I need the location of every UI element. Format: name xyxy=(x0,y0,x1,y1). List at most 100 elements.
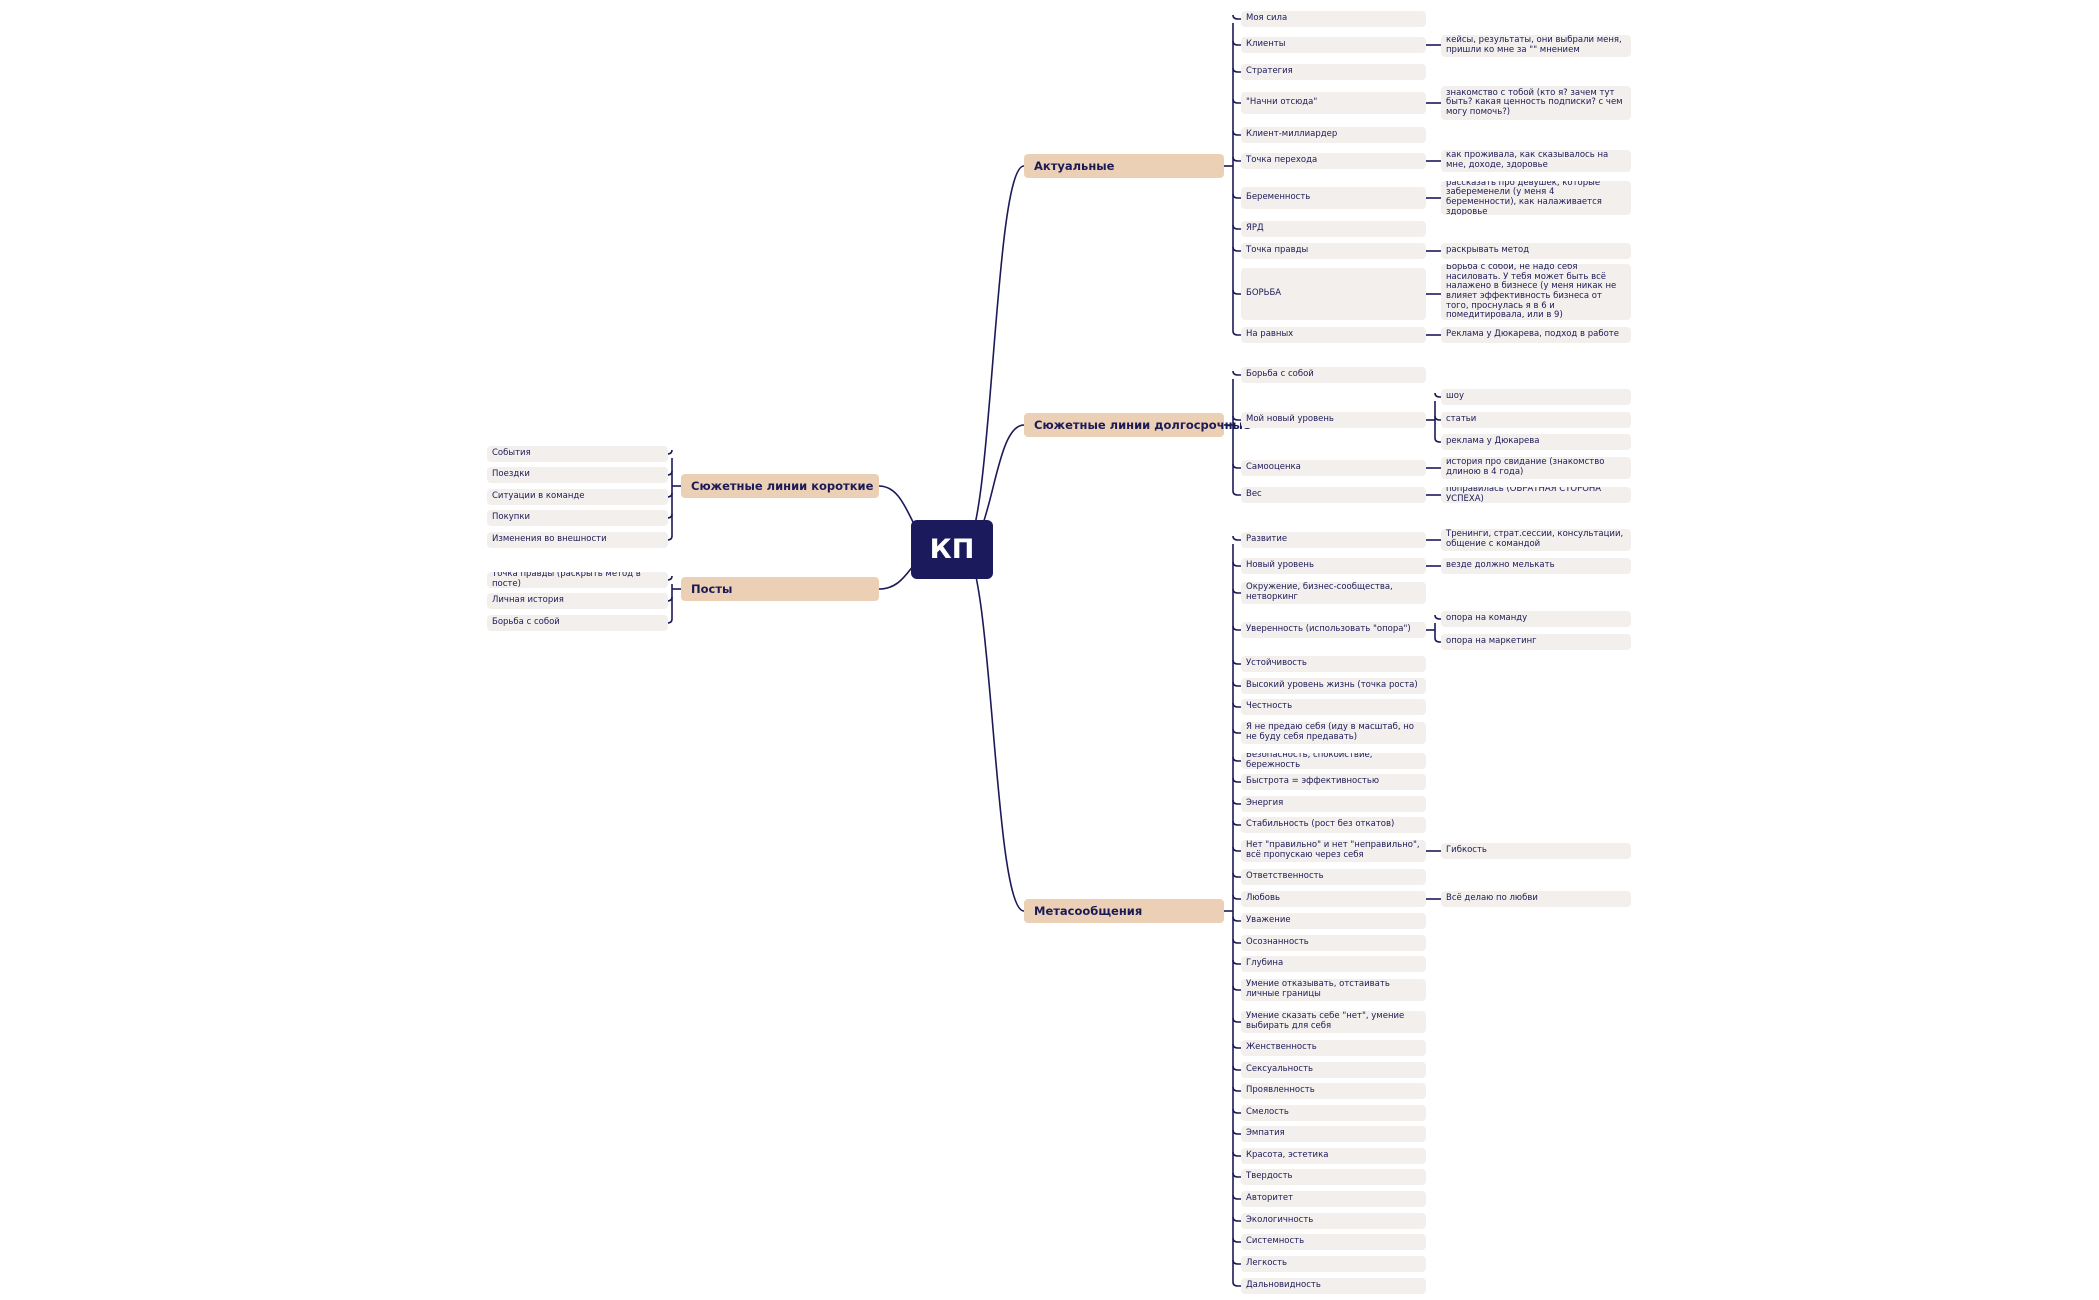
connector-line xyxy=(962,165,1025,550)
topic-легкость[interactable]: Легкость xyxy=(1241,1256,1426,1272)
topic-авторитет[interactable]: Авторитет xyxy=(1241,1191,1426,1207)
branch-dolgosrochnye[interactable]: Сюжетные линии долгосрочные xyxy=(1024,413,1251,437)
topic-уверенность-использовать-опора[interactable]: Уверенность (использовать "опора") xyxy=(1241,622,1426,638)
subtopic-история-про-свидание-знакомство-длиною-в[interactable]: история про свидание (знакомство длиною … xyxy=(1441,457,1631,479)
connector-line xyxy=(1232,1281,1241,1287)
subtopic-шоу[interactable]: шоу xyxy=(1441,389,1631,405)
topic-быстрота-эффективностью[interactable]: Быстрота = эффективностью xyxy=(1241,774,1426,790)
subtopic-всё-делаю-по-любви[interactable]: Всё делаю по любви xyxy=(1441,891,1631,907)
topic-я-не-предаю-себя-иду-в-масштаб-но-не-буд[interactable]: Я не предаю себя (иду в масштаб, но не б… xyxy=(1241,722,1426,744)
topic-глубина[interactable]: Глубина xyxy=(1241,956,1426,972)
subtopic-борьба-с-собой-не-надо-себя-насиловать-у[interactable]: Борьба с собой, не надо себя насиловать.… xyxy=(1441,264,1631,320)
topic-твердость[interactable]: Твердость xyxy=(1241,1169,1426,1185)
branch-korotkie[interactable]: Сюжетные линии короткие xyxy=(681,474,879,498)
subtopic-раскрывать-метод[interactable]: раскрывать метод xyxy=(1441,243,1631,259)
topic-борьба[interactable]: БОРЬБА xyxy=(1241,268,1426,320)
topic-клиенты[interactable]: Клиенты xyxy=(1241,37,1426,53)
topic-борьба-с-собой[interactable]: Борьба с собой xyxy=(1241,367,1426,383)
connector-line xyxy=(1232,1086,1241,1092)
branch-aktualnye[interactable]: Актуальные xyxy=(1024,154,1224,178)
root-node[interactable]: КП xyxy=(911,520,993,579)
topic-развитие[interactable]: Развитие xyxy=(1241,532,1426,548)
topic-честность[interactable]: Честность xyxy=(1241,699,1426,715)
topic-мой-новый-уровень[interactable]: Мой новый уровень xyxy=(1241,412,1426,428)
connector-line xyxy=(1232,799,1241,805)
connector-line xyxy=(1232,1108,1241,1114)
connector-line xyxy=(1232,156,1241,162)
topic-точка-правды-раскрыть-метод-в-посте[interactable]: Точка правды (раскрыть метод в посте) xyxy=(487,572,668,588)
connector-line xyxy=(1232,1172,1241,1178)
topic-покупки[interactable]: Покупки xyxy=(487,510,668,526)
topic-изменения-во-внешности[interactable]: Изменения во внешности xyxy=(487,532,668,548)
topic-вес[interactable]: Вес xyxy=(1241,487,1426,503)
topic-безопасность-спокойствие-бережность[interactable]: Безопасность, спокойствие, бережность xyxy=(1241,753,1426,769)
topic-поездки[interactable]: Поездки xyxy=(487,467,668,483)
topic-события[interactable]: События xyxy=(487,446,668,462)
topic-стабильность-рост-без-откатов[interactable]: Стабильность (рост без откатов) xyxy=(1241,817,1426,833)
topic-окружение-бизнес-сообщества-нетворкинг[interactable]: Окружение, бизнес-сообщества, нетворкинг xyxy=(1241,582,1426,604)
topic-клиент-миллиардер[interactable]: Клиент-миллиардер xyxy=(1241,127,1426,143)
subtopic-реклама-у-дюкарева[interactable]: реклама у Дюкарева xyxy=(1441,434,1631,450)
topic-женственность[interactable]: Женственность xyxy=(1241,1040,1426,1056)
subtopic-статьи[interactable]: статьи xyxy=(1441,412,1631,428)
connector-line xyxy=(1232,820,1241,826)
topic-осознанность[interactable]: Осознанность xyxy=(1241,935,1426,951)
connector-line xyxy=(1232,916,1241,922)
topic-уважение[interactable]: Уважение xyxy=(1241,913,1426,929)
topic-ситуации-в-команде[interactable]: Ситуации в команде xyxy=(487,489,668,505)
topic-ответственность[interactable]: Ответственность xyxy=(1241,869,1426,885)
connector-line xyxy=(1232,415,1241,421)
topic-борьба-с-собой[interactable]: Борьба с собой xyxy=(487,615,668,631)
connector-line xyxy=(1434,392,1441,398)
topic-смелость[interactable]: Смелость xyxy=(1241,1105,1426,1121)
topic-высокий-уровень-жизнь-точка-роста[interactable]: Высокий уровень жизнь (точка роста) xyxy=(1241,678,1426,694)
topic-моя-сила[interactable]: Моя сила xyxy=(1241,11,1426,27)
topic-нет-правильно-и-нет-неправильно-всё-проп[interactable]: Нет "правильно" и нет "неправильно", всё… xyxy=(1241,840,1426,862)
topic-самооценка[interactable]: Самооценка xyxy=(1241,460,1426,476)
connector-line xyxy=(1232,959,1241,965)
topic-сексуальность[interactable]: Сексуальность xyxy=(1241,1062,1426,1078)
connector-line xyxy=(1232,872,1241,878)
topic-беременность[interactable]: Беременность xyxy=(1241,187,1426,209)
topic-умение-сказать-себе-нет-умение-выбирать-[interactable]: Умение сказать себе "нет", умение выбира… xyxy=(1241,1011,1426,1033)
connector-line xyxy=(1232,756,1241,762)
topic-устойчивость[interactable]: Устойчивость xyxy=(1241,656,1426,672)
subtopic-тренинги-страт-сессии-консультации-общен[interactable]: Тренинги, страт.сессии, консультации, об… xyxy=(1441,529,1631,551)
subtopic-везде-должно-мелькать[interactable]: везде должно мелькать xyxy=(1441,558,1631,574)
subtopic-как-проживала-как-сказывалось-на-мне-дох[interactable]: как проживала, как сказывалось на мне, д… xyxy=(1441,150,1631,172)
subtopic-рассказать-про-девушек-которые-заберемен[interactable]: рассказать про девушек, которые забереме… xyxy=(1441,181,1631,215)
topic-точка-перехода[interactable]: Точка перехода xyxy=(1241,153,1426,169)
topic-эмпатия[interactable]: Эмпатия xyxy=(1241,1126,1426,1142)
subtopic-кейсы-результаты-они-выбрали-меня-пришли[interactable]: кейсы, результаты, они выбрали меня, при… xyxy=(1441,35,1631,57)
topic-энергия[interactable]: Энергия xyxy=(1241,796,1426,812)
connector-line xyxy=(1232,1065,1241,1071)
topic-дальновидность[interactable]: Дальновидность xyxy=(1241,1278,1426,1294)
topic-любовь[interactable]: Любовь xyxy=(1241,891,1426,907)
subtopic-гибкость[interactable]: Гибкость xyxy=(1441,843,1631,859)
topic-красота-эстетика[interactable]: Красота, эстетика xyxy=(1241,1148,1426,1164)
topic-на-равных[interactable]: На равных xyxy=(1241,327,1426,343)
branch-meta[interactable]: Метасообщения xyxy=(1024,899,1224,923)
subtopic-знакомство-с-тобой-кто-я-зачем-тут-быть-[interactable]: знакомство с тобой (кто я? зачем тут быт… xyxy=(1441,86,1631,120)
subtopic-опора-на-команду[interactable]: опора на команду xyxy=(1441,611,1631,627)
connector-line xyxy=(1232,370,1241,376)
topic-экологичность[interactable]: Экологичность xyxy=(1241,1213,1426,1229)
connector-line xyxy=(1434,614,1441,620)
topic-личная-история[interactable]: Личная история xyxy=(487,593,668,609)
topic-умение-отказывать-отстаивать-личные-гран[interactable]: Умение отказывать, отстаивать личные гра… xyxy=(1241,979,1426,1001)
subtopic-поправилась-обратная-сторона-успеха[interactable]: поправилась (ОБРАТНАЯ СТОРОНА УСПЕХА) xyxy=(1441,487,1631,503)
subtopic-опора-на-маркетинг[interactable]: опора на маркетинг xyxy=(1441,634,1631,650)
connector-line xyxy=(1232,894,1241,900)
topic-стратегия[interactable]: Стратегия xyxy=(1241,64,1426,80)
topic-ярд[interactable]: ЯРД xyxy=(1241,221,1426,237)
subtopic-реклама-у-дюкарева-подход-в-работе[interactable]: Реклама у Дюкарева, подход в работе xyxy=(1441,327,1631,343)
topic-точка-правды[interactable]: Точка правды xyxy=(1241,243,1426,259)
topic-системность[interactable]: Системность xyxy=(1241,1234,1426,1250)
connector-line xyxy=(1232,561,1241,567)
topic-начни-отсюда[interactable]: "Начни отсюда" xyxy=(1241,92,1426,114)
topic-проявленность[interactable]: Проявленность xyxy=(1241,1083,1426,1099)
connector-line xyxy=(1232,67,1241,73)
topic-новый-уровень[interactable]: Новый уровень xyxy=(1241,558,1426,574)
connector-line xyxy=(1434,415,1441,421)
branch-posty[interactable]: Посты xyxy=(681,577,879,601)
